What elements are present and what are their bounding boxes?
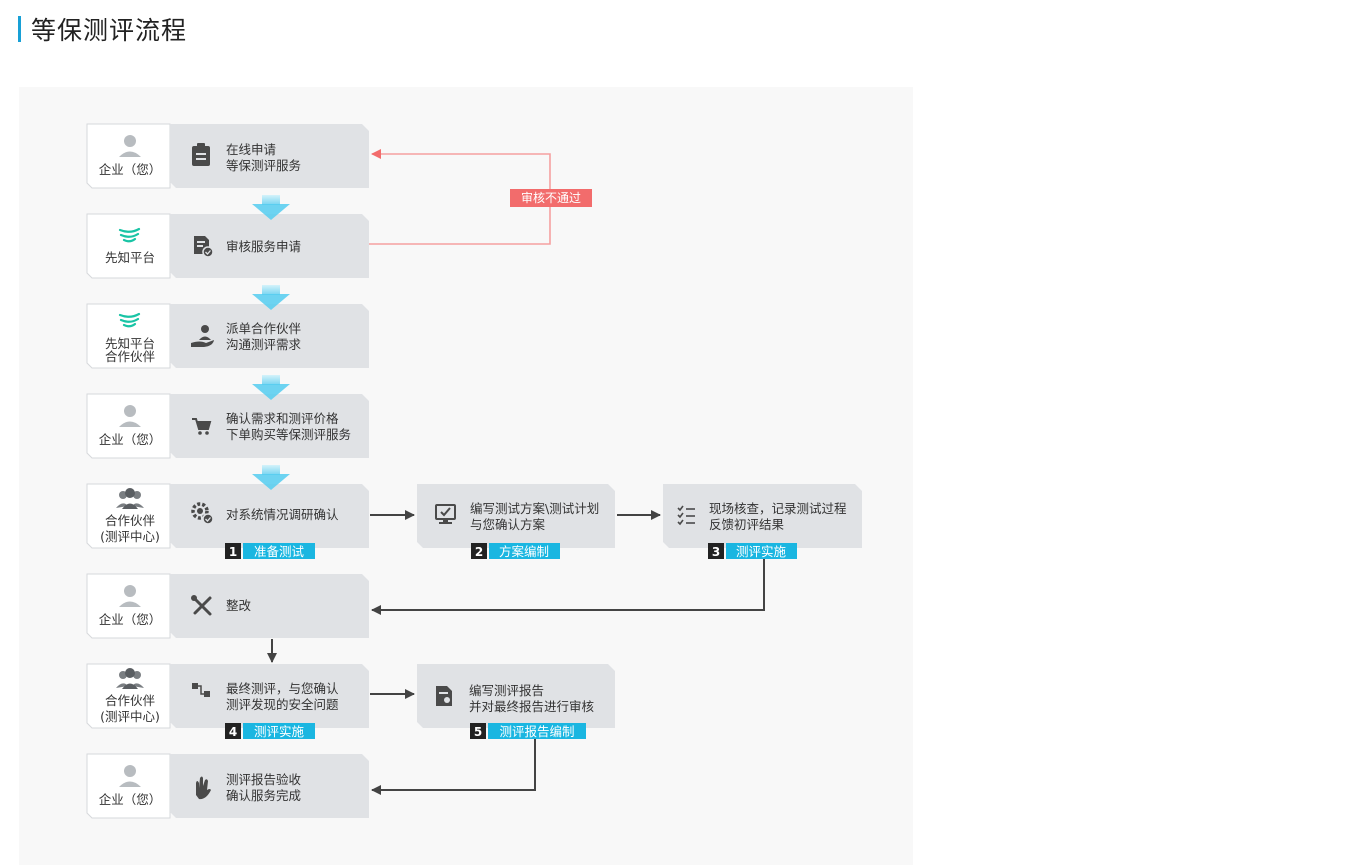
page-title: 等保测评流程 bbox=[31, 16, 188, 45]
actor-label: (测评中心) bbox=[100, 529, 160, 544]
step-text-line: 现场核查，记录测试过程 bbox=[709, 501, 847, 516]
phase-tag-number: 3 bbox=[712, 545, 720, 559]
flow-down-arrow bbox=[252, 465, 290, 490]
phase-tag-label: 测评报告编制 bbox=[499, 724, 574, 739]
group-icon bbox=[116, 668, 144, 689]
reject-label: 审核不通过 bbox=[521, 190, 581, 205]
step-review: 先知平台 审核服务申请 bbox=[86, 213, 369, 279]
actor-label: 企业（您） bbox=[99, 612, 162, 627]
step-final: 合作伙伴 (测评中心) 最终测评，与您确认 测评发现的安全问题 bbox=[86, 663, 369, 729]
user-icon bbox=[119, 405, 141, 427]
phase-tag-label: 测评实施 bbox=[254, 724, 305, 739]
reject-label-badge: 审核不通过 bbox=[510, 189, 592, 207]
step-report: 编写测评报告 并对最终报告进行审核 bbox=[417, 664, 615, 728]
step-text-line: 等保测评服务 bbox=[226, 158, 301, 173]
phase-tag-label: 方案编制 bbox=[499, 544, 549, 559]
step-rectify: 企业（您） 整改 bbox=[86, 573, 369, 639]
phase-tag-1: 1 准备测试 bbox=[225, 543, 315, 559]
step-text-line: 测评报告验收 bbox=[226, 772, 302, 787]
flow-down-arrow bbox=[252, 375, 290, 400]
step-accept: 企业（您） 测评报告验收 确认服务完成 bbox=[86, 753, 369, 819]
xianzhi-logo-icon bbox=[118, 312, 141, 328]
title-accent-bar bbox=[18, 16, 21, 42]
phase-tag-label: 准备测试 bbox=[254, 544, 305, 559]
user-icon bbox=[119, 765, 141, 787]
step-text-line: 反馈初评结果 bbox=[709, 517, 785, 532]
phase-tag-2: 2 方案编制 bbox=[471, 543, 560, 559]
flow-down-arrow bbox=[252, 195, 290, 220]
flow-down-arrow bbox=[252, 285, 290, 310]
step-text-line: 审核服务申请 bbox=[226, 239, 301, 254]
phase-tag-number: 2 bbox=[475, 545, 483, 559]
step-text-line: 确认需求和测评价格 bbox=[226, 411, 339, 426]
actor-label: 先知平台 bbox=[105, 250, 155, 265]
step-text-line: 确认服务完成 bbox=[226, 788, 301, 803]
actor-label: 企业（您） bbox=[99, 432, 162, 447]
hand-person-icon bbox=[191, 325, 214, 347]
phase-tag-number: 5 bbox=[474, 725, 482, 739]
step-text-line: 沟通测评需求 bbox=[226, 337, 302, 352]
step-onsite: 现场核查，记录测试过程 反馈初评结果 bbox=[663, 484, 862, 548]
arrow-onsite-to-rectify bbox=[371, 558, 765, 615]
actor-label: (测评中心) bbox=[100, 709, 160, 724]
step-text-line: 编写测试方案\测试计划 bbox=[470, 501, 599, 516]
step-text-line: 下单购买等保测评服务 bbox=[226, 427, 351, 442]
phase-tag-4: 4 测评实施 bbox=[225, 723, 315, 739]
xianzhi-logo-icon bbox=[118, 227, 141, 243]
actor-label: 企业（您） bbox=[99, 162, 162, 177]
step-text-line: 并对最终报告进行审核 bbox=[469, 699, 595, 714]
monitor-check-icon bbox=[435, 504, 456, 524]
phase-tag-label: 测评实施 bbox=[736, 544, 787, 559]
user-icon bbox=[119, 585, 141, 607]
clipboard-icon bbox=[192, 143, 210, 166]
tools-icon bbox=[191, 595, 212, 616]
arrow-report-to-accept bbox=[371, 738, 536, 795]
document-check-icon bbox=[194, 236, 214, 258]
step-confirm: 企业（您） 确认需求和测评价格 下单购买等保测评服务 bbox=[86, 393, 369, 459]
step-text-line: 整改 bbox=[226, 598, 252, 613]
actor-label: 合作伙伴 bbox=[105, 693, 156, 708]
step-text-line: 对系统情况调研确认 bbox=[226, 507, 339, 522]
flow-icon bbox=[192, 683, 210, 697]
actor-label: 合作伙伴 bbox=[105, 349, 156, 364]
phase-tag-5: 5 测评报告编制 bbox=[470, 723, 586, 739]
step-text-line: 编写测评报告 bbox=[469, 683, 544, 698]
actor-label: 先知平台 bbox=[105, 336, 155, 351]
phase-tag-number: 1 bbox=[229, 545, 237, 559]
step-prepare: 合作伙伴 (测评中心) 对系统情况调研确认 bbox=[86, 483, 369, 549]
step-assign: 先知平台 合作伙伴 派单合作伙伴 沟通测评需求 bbox=[86, 303, 369, 369]
step-apply: 企业（您） 在线申请 等保测评服务 bbox=[86, 123, 369, 189]
phase-tag-3: 3 测评实施 bbox=[708, 543, 797, 559]
checklist-icon bbox=[677, 505, 695, 526]
step-text-line: 在线申请 bbox=[226, 142, 276, 157]
phase-tag-number: 4 bbox=[229, 725, 237, 739]
actor-label: 企业（您） bbox=[99, 792, 162, 807]
actor-label: 合作伙伴 bbox=[105, 513, 156, 528]
step-text-line: 测评发现的安全问题 bbox=[226, 697, 339, 712]
user-icon bbox=[119, 135, 141, 157]
step-text-line: 与您确认方案 bbox=[470, 517, 546, 532]
ok-hand-icon bbox=[196, 776, 211, 800]
page-header: 等保测评流程 bbox=[18, 14, 188, 45]
report-icon bbox=[436, 686, 452, 706]
step-plan: 编写测试方案\测试计划 与您确认方案 bbox=[417, 484, 615, 548]
gear-check-icon bbox=[191, 502, 214, 525]
group-icon bbox=[116, 488, 144, 509]
cart-icon bbox=[192, 418, 212, 435]
step-text-line: 最终测评，与您确认 bbox=[226, 681, 339, 696]
step-text-line: 派单合作伙伴 bbox=[226, 321, 302, 336]
